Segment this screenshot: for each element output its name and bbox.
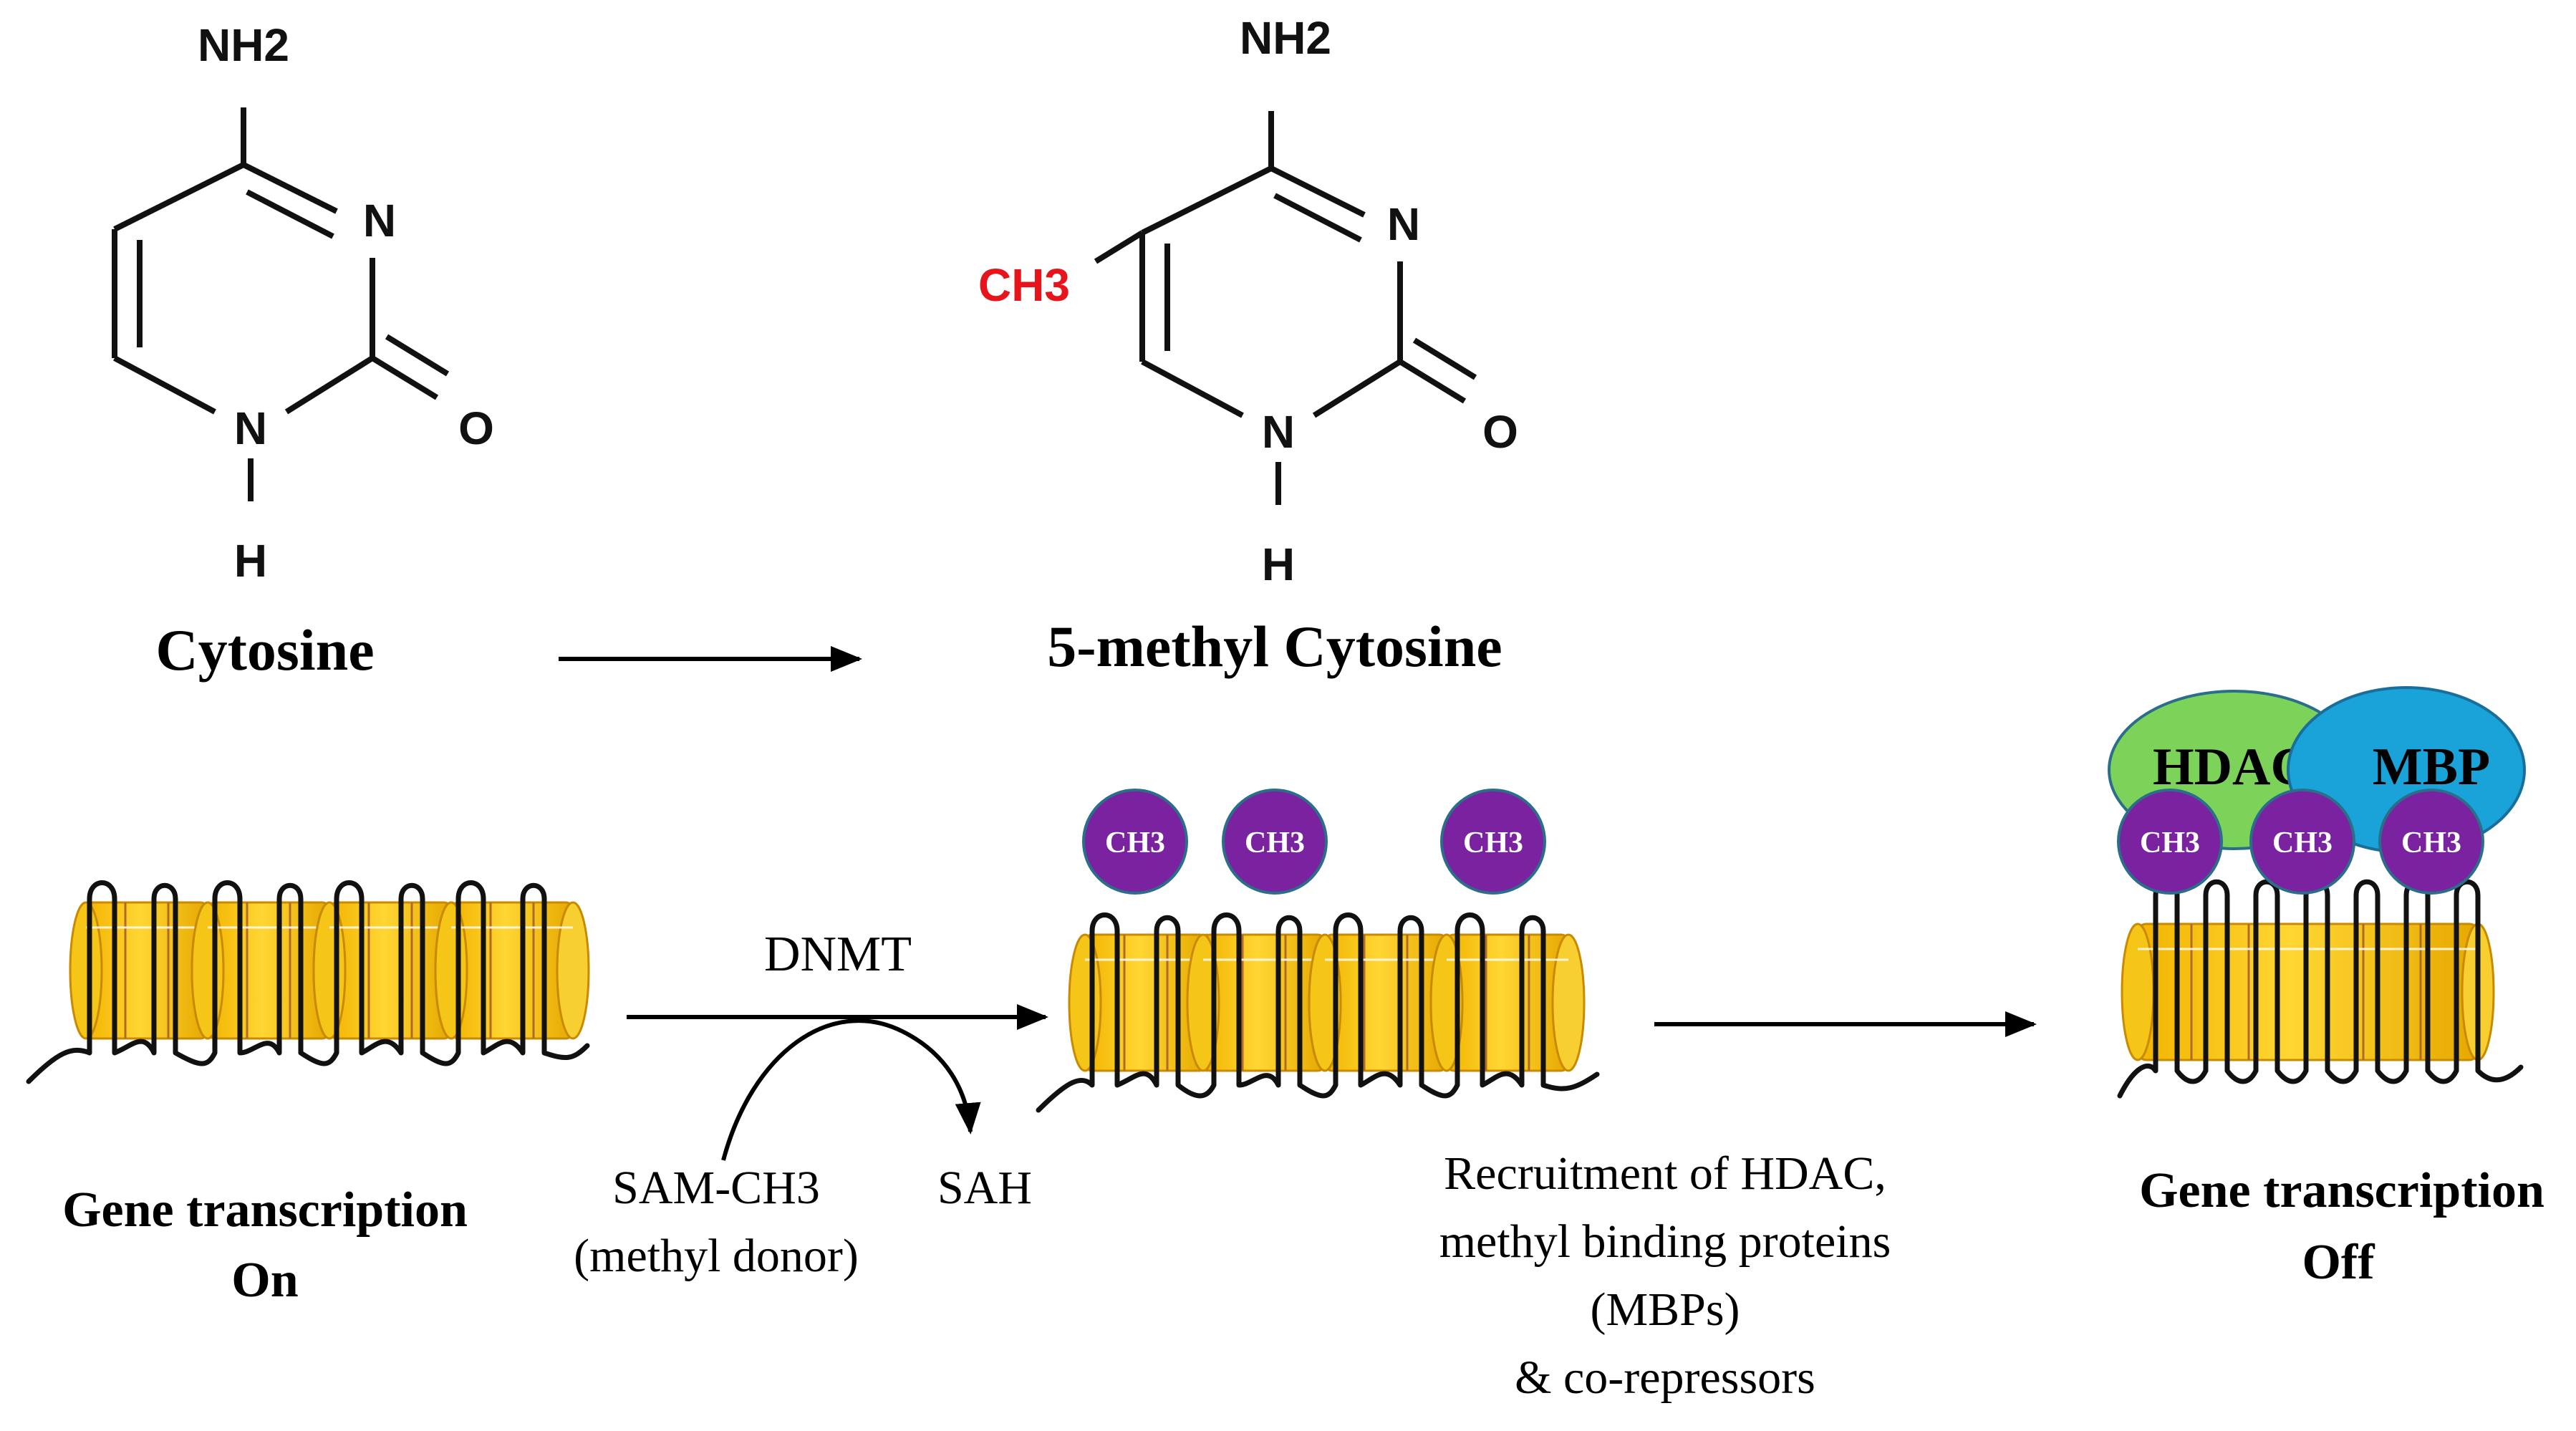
cytosine-nh-label: N <box>234 403 267 454</box>
methylcytosine-title: 5-methyl Cytosine <box>1047 614 1502 679</box>
ch3-mark-4-label: CH3 <box>2140 827 2200 859</box>
state-off-line1: Gene transcription <box>2139 1163 2544 1218</box>
state-on-line1: Gene transcription <box>62 1182 468 1238</box>
recruitment-line1: Recruitment of HDAC, <box>1444 1147 1886 1200</box>
cytosine-title: Cytosine <box>155 617 374 683</box>
cytosine-amine-label: NH2 <box>198 19 289 71</box>
cytosine-ring-n-label: N <box>363 195 396 246</box>
ch3-mark-6: CH3 <box>2378 789 2484 895</box>
chromatin-silenced <box>2117 879 2524 1099</box>
chromatin-active <box>26 880 590 1084</box>
ch3-mark-2: CH3 <box>1222 789 1328 895</box>
ch3-mark-3-label: CH3 <box>1463 827 1523 859</box>
ch3-mark-1: CH3 <box>1082 789 1188 895</box>
cytosine-h-label: H <box>234 535 267 587</box>
ch3-mark-1-label: CH3 <box>1105 827 1165 859</box>
recruitment-line4: & co-repressors <box>1515 1352 1815 1404</box>
dnmt-label: DNMT <box>764 927 912 982</box>
methylcytosine-structure: NH2 CH3 N N O H <box>978 12 1518 590</box>
cofactor-curved-arrow <box>721 1018 981 1161</box>
cytosine-ring <box>115 172 372 401</box>
state-off-line2: Off <box>2302 1235 2375 1290</box>
methylcytosine-nh-label: N <box>1262 406 1295 458</box>
methylcytosine-ring-n-label: N <box>1387 198 1420 250</box>
recruitment-line3: (MBPs) <box>1590 1283 1740 1336</box>
sah-label: SAH <box>937 1162 1032 1214</box>
mbp-label: MBP <box>2373 738 2490 796</box>
cytosine-structure: NH2 N N O H <box>112 19 494 587</box>
ch3-mark-2-label: CH3 <box>1245 827 1305 859</box>
methylcytosine-oxygen-label: O <box>1482 406 1518 458</box>
donor-line1: SAM-CH3 <box>612 1162 820 1214</box>
donor-line2: (methyl donor) <box>574 1230 859 1282</box>
hdac-label: HDAC <box>2153 738 2309 796</box>
chromatin-methylated <box>1036 912 1600 1113</box>
state-on-line2: On <box>231 1253 298 1308</box>
methyl-group-label: CH3 <box>978 259 1070 311</box>
ch3-mark-5: CH3 <box>2249 789 2355 895</box>
ch3-mark-3: CH3 <box>1440 789 1546 895</box>
recruitment-line2: methyl binding proteins <box>1439 1215 1891 1268</box>
ch3-mark-5-label: CH3 <box>2272 827 2333 859</box>
methylcytosine-h-label: H <box>1262 539 1295 590</box>
ch3-mark-6-label: CH3 <box>2401 827 2461 859</box>
cytosine-oxygen-label: O <box>458 403 494 454</box>
ch3-mark-4: CH3 <box>2117 789 2223 895</box>
methylcytosine-amine-label: NH2 <box>1240 12 1331 64</box>
